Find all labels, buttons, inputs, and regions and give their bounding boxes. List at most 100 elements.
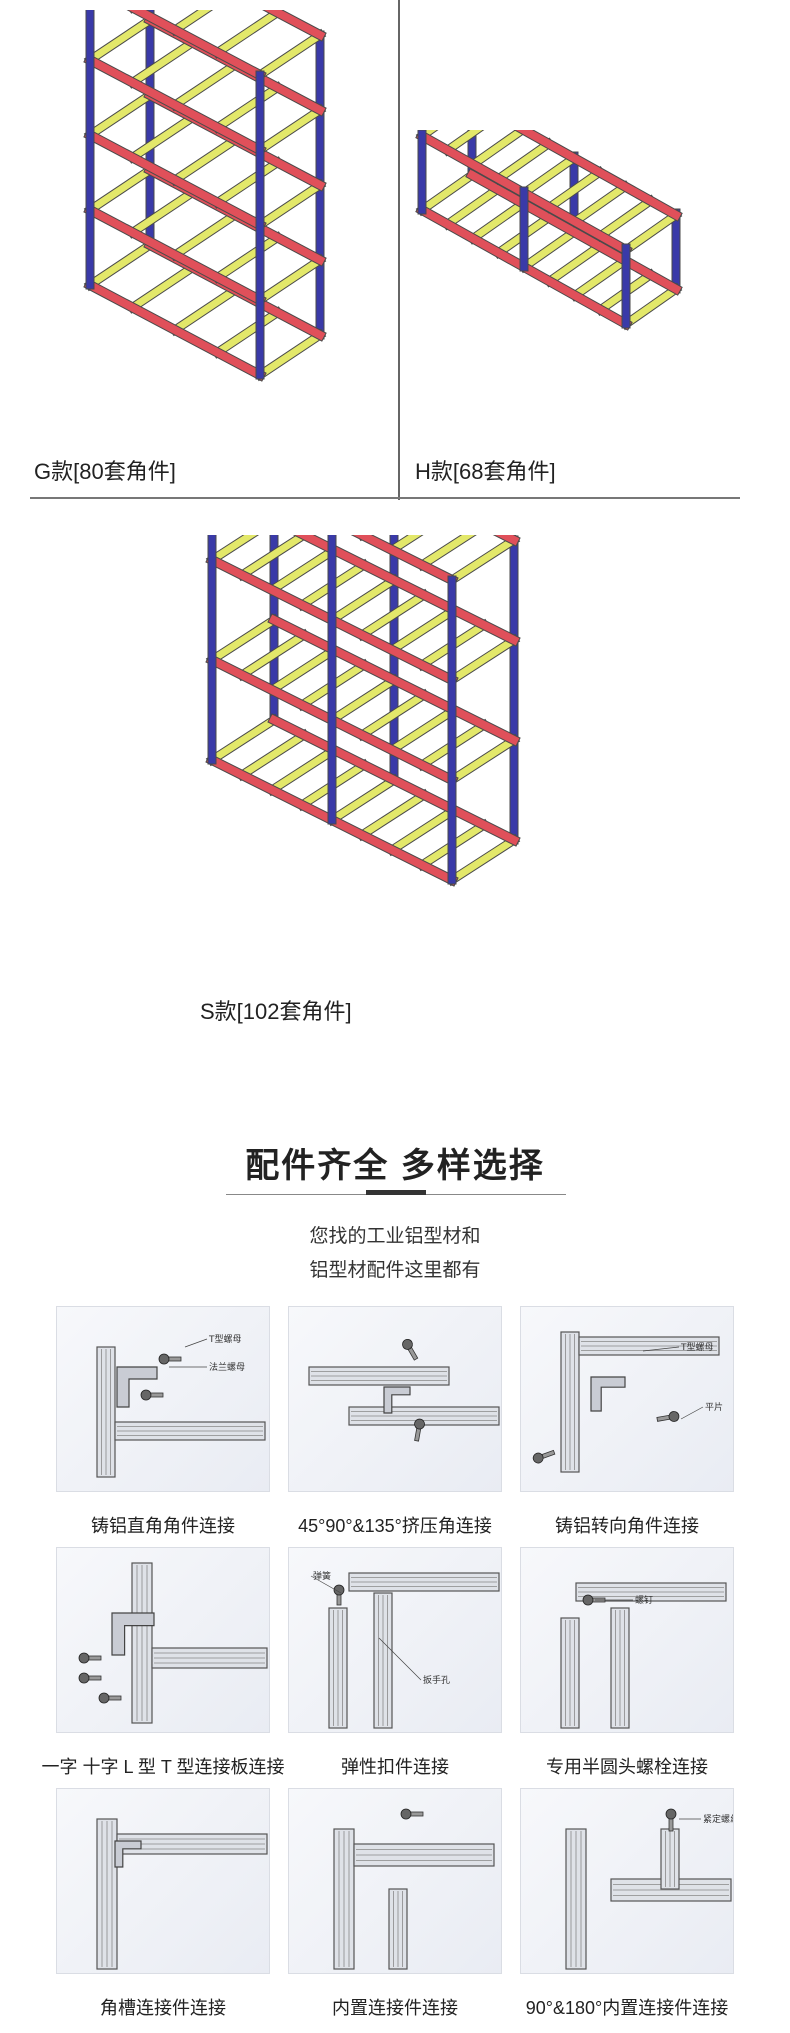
connector-card: 角槽连接件连接 (56, 1788, 270, 2020)
connector-label: 铸铝直角角件连接 (91, 1516, 235, 1536)
cross-bar (255, 105, 325, 155)
aluminium-profile (116, 1833, 268, 1855)
aluminium-profile (578, 1336, 720, 1356)
aluminium-profile (328, 1607, 348, 1729)
cross-bar (519, 153, 579, 198)
callout-label: T型螺母 (680, 1342, 714, 1353)
shelf-s-diagram (205, 535, 521, 887)
screw (400, 1808, 424, 1820)
beam (515, 130, 682, 221)
connector-label: 45°90°&135°挤压角连接 (298, 1516, 492, 1536)
cross-bar (267, 645, 339, 695)
connector-card: 紧定螺丝 90°&180°内置连接件连接 (520, 1788, 734, 2020)
aluminium-profile (348, 1572, 500, 1592)
cross-bar (417, 170, 477, 215)
cross-bar (327, 775, 399, 825)
shelf-h-caption: H款[68套角件] (415, 459, 556, 484)
cross-bar (447, 835, 519, 885)
cross-bar (170, 210, 240, 260)
connector-illustration (56, 1547, 270, 1733)
cross-bar (170, 135, 240, 185)
cross-bar (544, 167, 605, 213)
beam (84, 204, 266, 306)
connector-card: T型螺母法兰螺母 铸铝直角角件连接 (56, 1306, 270, 1538)
cross-bar (170, 10, 212, 35)
cross-bar (417, 130, 437, 141)
corner-bracket (116, 1366, 158, 1408)
aluminium-profile (151, 1647, 268, 1669)
corner-bracket (114, 1840, 142, 1868)
cross-bar (387, 605, 459, 655)
cross-bar (255, 180, 325, 230)
screw (78, 1652, 102, 1664)
cross-bar (212, 232, 283, 283)
beam (264, 10, 326, 41)
screw (158, 1353, 182, 1365)
callout-label: 紧定螺丝 (703, 1813, 734, 1825)
connector-illustration: T型螺母法兰螺母 (56, 1306, 270, 1492)
cross-bar (212, 157, 283, 208)
corner-bracket (590, 1376, 626, 1412)
cross-bar (127, 262, 198, 313)
connector-illustration: T型螺母平片 (520, 1306, 734, 1492)
cross-bar (255, 255, 325, 305)
corner-bracket (111, 1612, 155, 1656)
connector-card: 一字 十字 L 型 T 型连接板连接 (41, 1547, 285, 1779)
cross-bar (447, 535, 519, 585)
cross-bar (127, 37, 198, 88)
cross-bar (207, 615, 279, 665)
connector-card: 螺钉 专用半圆头螺栓连接 (520, 1547, 734, 1779)
beam (466, 169, 682, 295)
beam (353, 535, 458, 586)
beam (128, 10, 266, 81)
beam (84, 54, 266, 156)
beam (268, 714, 520, 846)
aluminium-profile (333, 1828, 355, 1970)
cross-bar (468, 198, 528, 244)
screw (140, 1389, 164, 1401)
cross-bar (442, 184, 503, 230)
cross-bar (267, 545, 339, 595)
aluminium-profile (565, 1828, 587, 1970)
connector-illustration (56, 1788, 270, 1974)
cross-bar (85, 165, 155, 215)
subtitle-line-1: 您找的工业铝型材和 (309, 1226, 481, 1247)
connector-illustration (288, 1788, 502, 1974)
connector-label: 铸铝转向角件连接 (555, 1516, 699, 1536)
connector-label: 角槽连接件连接 (100, 1998, 226, 2018)
vertical-divider (398, 0, 400, 500)
connector-label: 一字 十字 L 型 T 型连接板连接 (41, 1757, 285, 1777)
screw (414, 1418, 425, 1442)
shelf-h-diagram (415, 130, 683, 331)
cross-bar (237, 535, 309, 580)
connector-illustration (288, 1306, 502, 1492)
connector-card: 45°90°&135°挤压角连接 (288, 1306, 502, 1538)
aluminium-profile (96, 1346, 116, 1478)
screw (532, 1449, 556, 1464)
aluminium-profile (373, 1592, 393, 1729)
callout-label: 扳手孔 (423, 1674, 450, 1686)
aluminium-profile (96, 1818, 118, 1970)
cross-bar (237, 630, 309, 680)
connector-illustration: 紧定螺丝 (520, 1788, 734, 1974)
connector-card: 内置连接件连接 (288, 1788, 502, 2020)
horizontal-divider (30, 497, 740, 499)
connector-illustration: 螺钉 (520, 1547, 734, 1733)
cross-bar (357, 590, 429, 640)
cross-bar (207, 535, 258, 565)
aluminium-profile (610, 1878, 732, 1902)
aluminium-profile (560, 1331, 580, 1473)
cross-bar (387, 535, 422, 555)
connector-card: T型螺母平片 铸铝转向角件连接 (520, 1306, 734, 1538)
cross-bar (357, 690, 429, 740)
connector-label: 90°&180°内置连接件连接 (525, 1998, 729, 2018)
screw (665, 1808, 677, 1832)
aluminium-profile (388, 1888, 408, 1970)
callout-label: 法兰螺母 (209, 1361, 245, 1373)
cross-bar (621, 210, 681, 255)
aluminium-profile (610, 1607, 630, 1729)
screw (98, 1692, 122, 1704)
cross-bar (170, 285, 240, 335)
connector-card: 弹簧扳手孔 弹性扣件连接 (288, 1547, 502, 1779)
cross-bar (327, 675, 399, 725)
